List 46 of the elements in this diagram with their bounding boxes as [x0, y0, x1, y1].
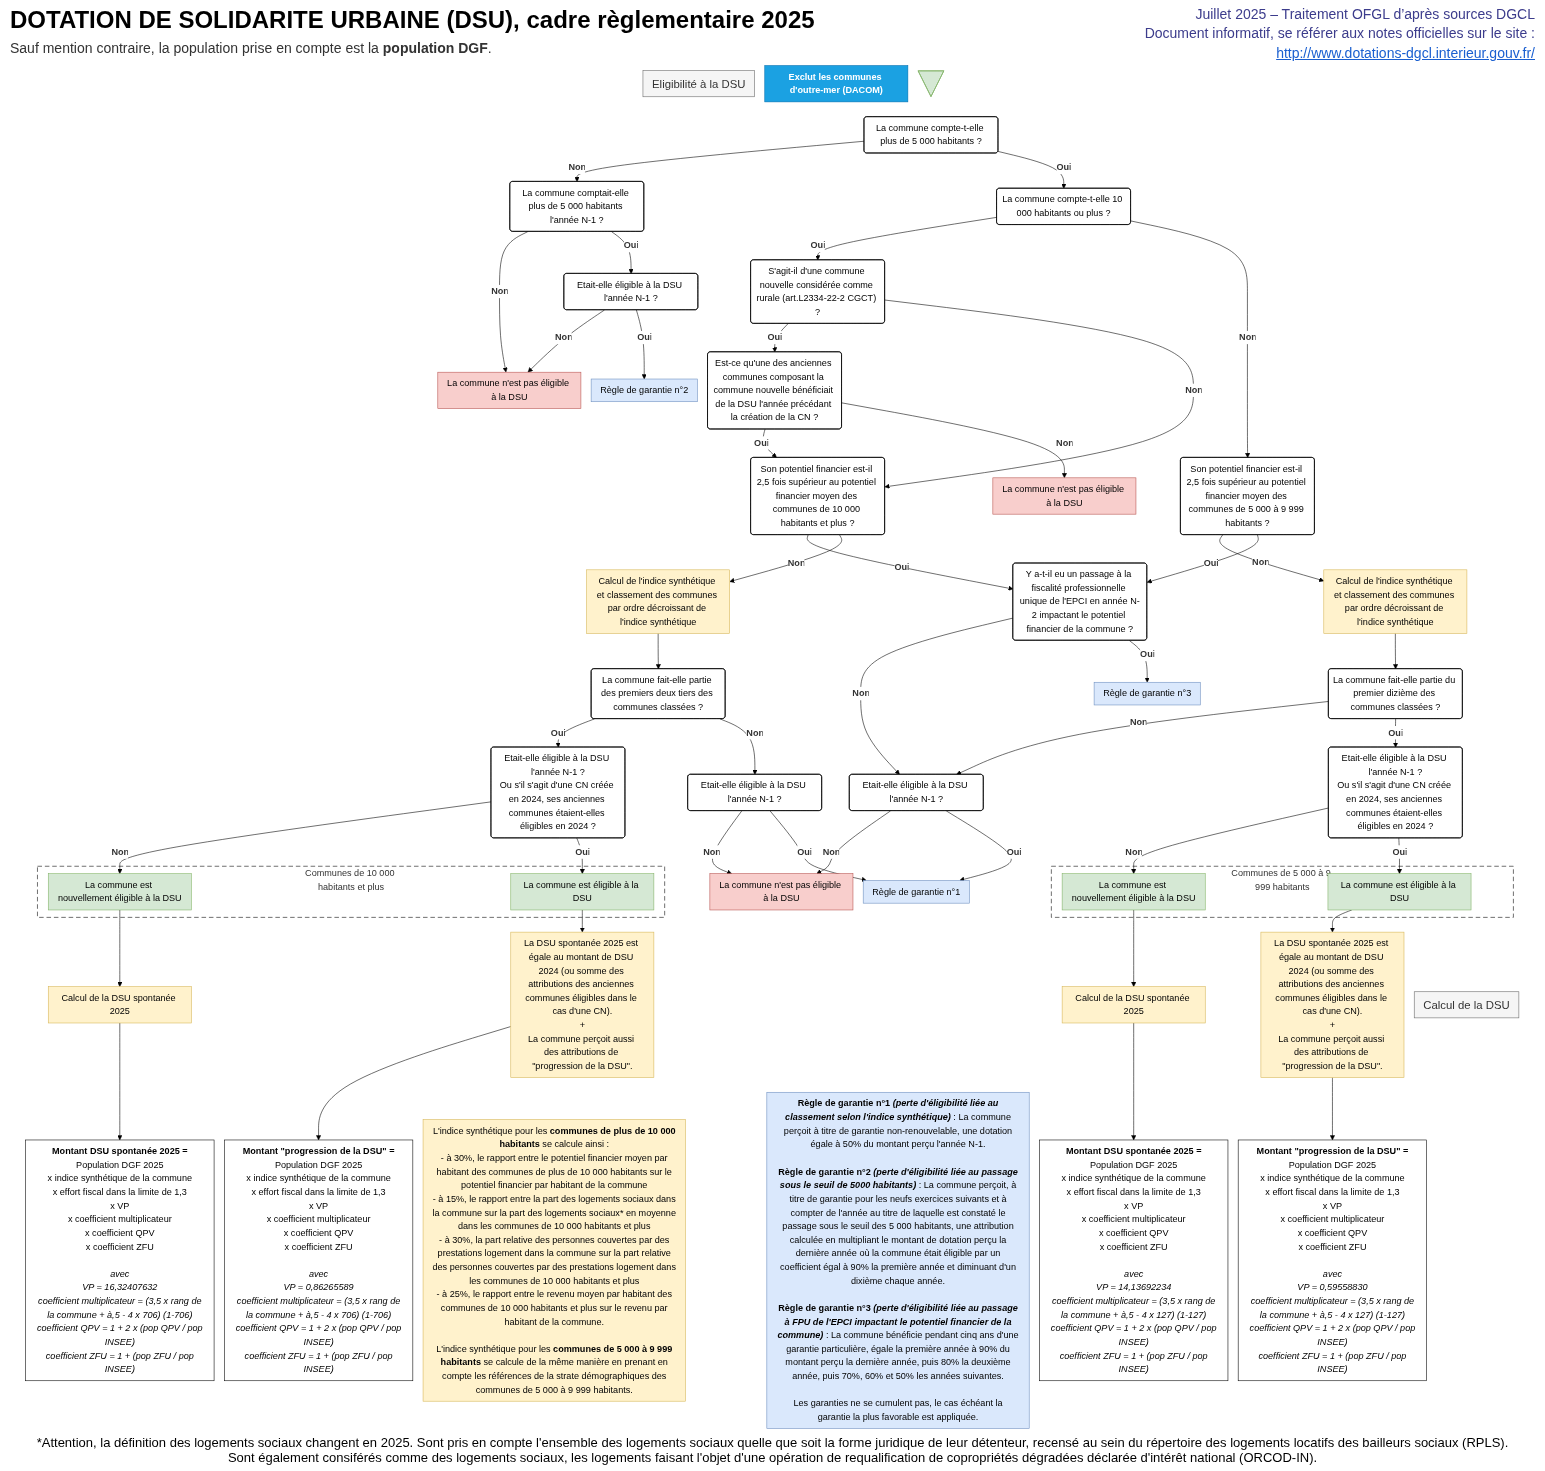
footnote-text: *Attention, la définition des logements sociaux changent en 2025. Sont pris en compte l'ensemble des logements sociaux quelle que soit la forme juridique de leur détenteur, recensé au sein du répertoire des logements locatifs des bailleurs sociaux (RPLS). Sont également consiférés comme des logements sociaux, les logements faisant l'objet d'une opération de requalification de copropriétés dégradées déclarée d'intérêt national (ORCOD-IN).	[35, 1435, 1510, 1465]
note-text: Sauf mention contraire, la population prise en compte est la population DGF.	[10, 40, 492, 56]
edge-label: Non	[491, 286, 510, 297]
node-box: Eligibilité à la DSU	[642, 70, 756, 98]
node-box: Montant DSU spontanée 2025 = Population DGF 2025 x indice synthétique de la commune x effort fiscal dans la limite de 1,3 x VP x coefficient multiplicateur x coefficient QPV x coefficient ZFU avec VP = 14,13692234 coefficient multiplicateur = (3,5 x rang de la commune + à,5 - 4 x 127) (1-127) coefficient QPV = 1 + 2 x (pop QPV / pop INSEE) coefficient ZFU = 1 + (pop ZFU / pop INSEE)	[1039, 1139, 1229, 1382]
node-box: Règle de garantie n°1 (perte d'éligibilité liée au classement selon l'indice synthétique) : La commune perçoit à titre de garantie non-renouvelable, une dotation égale à 50% du montant perçu l'année N-1. Règle de garantie n°2 (perte d'éligibilité liée au passage sous le seuil de 5000 habitants) : La commune perçoit, à titre de garantie pour les neufs exercices suivants et à compter de l'année au titre de laquelle est constaté le passage sous le seuil des 5 000 habitants, une attribution calculée en multipliant le montant de dotation perçu la dernière année où la commune était éligible par un coefficient égal à 90% la première année et diminuant d'un dixième chaque année. Règle de garantie n°3 (perte d'éligibilité liée au passage à FPU de l'EPCI impactant le potentiel financier de la commune) : La commune bénéficie pendant cinq ans d'une garantie particulière, égale la première année à 90% du montant perçu la dernière année, puis 80% la deuxième année, puis 70%, 60% et 50% les années suivantes. Les garanties ne se cumulent pas, le cas échéant la garantie la plus favorable est appliquée.	[766, 1092, 1030, 1429]
node-box: Règle de garantie n°1	[863, 880, 970, 904]
edge-label: Non	[1130, 717, 1148, 728]
node-box: L'indice synthétique pour les communes de plus de 10 000 habitants se calcule ainsi : - à 30%, le rapport entre le potentiel financier moyen par habitant des communes de plus de 10 000 habitants sur le potentiel financier par habitant de la commune - à 15%, le rapport entre la part des logements sociaux dans la commune sur la part des logements sociaux* en moyenne dans les communes de 10 000 habitants et plus - à 30%, la part relative des personnes couvertes par des prestations logement dans la commune sur la part relative des personnes couvertes par des prestations logement dans les communes de 10 000 habitants et plus - à 25%, le rapport entre le revenu moyen par habitant des communes de 10 000 habitants et plus sur le revenu par habitant de la commune. L'indice synthétique pour les communes de 5 000 à 9 999 habitants se calcule de la même manière en prenant en compte les références de la strate démographiques des communes de 5 000 à 9 999 habitants.	[423, 1119, 686, 1402]
edge-label: Non	[746, 727, 765, 738]
node-box: Montant "progression de la DSU" = Population DGF 2025 x indice synthétique de la commune x effort fiscal dans la limite de 1,3 x VP x coefficient multiplicateur x coefficient QPV x coefficient ZFU avec VP = 0,86265589 coefficient multiplicateur = (3,5 x rang de la commune + à,5 - 4 x 706) (1-706) coefficient QPV = 1 + 2 x (pop QPV / pop INSEE) coefficient ZFU = 1 + (pop ZFU / pop INSEE)	[224, 1139, 414, 1382]
node-box: La commune est éligible à la DSU	[510, 873, 655, 911]
node-box: Règle de garantie n°3	[1094, 681, 1201, 706]
edge-label: Non	[111, 846, 130, 857]
edge-label: Non	[1252, 557, 1271, 568]
edge-label: Non	[1239, 332, 1258, 343]
node-box: La commune est nouvellement éligible à la DSU	[48, 873, 192, 911]
node-box: Calcul de la DSU	[1414, 991, 1520, 1019]
node-box: Règle de garantie n°2	[591, 378, 698, 402]
edge-label: Non	[555, 332, 573, 343]
edge-label: Non	[1125, 846, 1144, 857]
edge-label: Non	[1185, 385, 1204, 395]
node-box: Calcul de la DSU spontanée 2025	[1062, 986, 1206, 1024]
node-box: La commune est nouvellement éligible à la DSU	[1062, 873, 1206, 911]
node-box: La commune n'est pas éligible à la DSU	[992, 477, 1137, 515]
edge-label: Non	[1056, 438, 1074, 448]
node-box: Calcul de l'indice synthétique et classement des communes par ordre décroissant de l'indice synthétique	[1323, 569, 1468, 634]
node-box: Montant "progression de la DSU" = Population DGF 2025 x indice synthétique de la commune x effort fiscal dans la limite de 1,3 x VP x coefficient multiplicateur x coefficient QPV x coefficient ZFU avec VP = 0,59558830 coefficient multiplicateur = (3,5 x rang de la commune + à,5 - 4 x 127) (1-127) coefficient QPV = 1 + 2 x (pop QPV / pop INSEE) coefficient ZFU = 1 + (pop ZFU / pop INSEE)	[1238, 1139, 1428, 1382]
title: DOTATION DE SOLIDARITE URBAINE (DSU), cadre règlementaire 2025	[10, 6, 815, 34]
node-box: La commune est éligible à la DSU	[1327, 873, 1472, 911]
website-link: http://www.dotations-dgcl.interieur.gouv.fr/	[1276, 45, 1535, 61]
node-box: Exclut les communes d'outre-mer (DACOM)	[764, 65, 909, 103]
node-box: La commune n'est pas éligible à la DSU	[437, 371, 582, 409]
edge-label: Non	[822, 846, 841, 857]
node-box: Montant DSU spontanée 2025 = Population DGF 2025 x indice synthétique de la commune x effort fiscal dans la limite de 1,3 x VP x coefficient multiplicateur x coefficient QPV x coefficient ZFU avec VP = 16,32407632 coefficient multiplicateur = (3,5 x rang de la commune + à,5 - 4 x 706) (1-706) coefficient QPV = 1 + 2 x (pop QPV / pop INSEE) coefficient ZFU = 1 + (pop ZFU / pop INSEE)	[25, 1139, 215, 1382]
node-box: La DSU spontanée 2025 est égale au montant de DSU 2024 (ou somme des attributions des anciennes communes éligibles dans le cas d'une CN). + La commune perçoit aussi des attributions de "progression de la DSU".	[510, 931, 655, 1078]
edge-label: Non	[568, 162, 587, 172]
credit-text: Juillet 2025 – Traitement OFGL d’après sources DGCL	[1195, 6, 1535, 22]
node-box: Calcul de la DSU spontanée 2025	[48, 986, 192, 1024]
edge-label: Non	[703, 846, 722, 857]
node-box: La DSU spontanée 2025 est égale au montant de DSU 2024 (ou somme des attributions des anciennes communes éligibles dans le cas d'une CN). + La commune perçoit aussi des attributions de "progression de la DSU".	[1260, 931, 1405, 1078]
note-text: Document informatif, se référer aux notes officielles sur le site :	[1144, 25, 1535, 41]
node-box: La commune n'est pas éligible à la DSU	[709, 873, 854, 911]
edge-label: Non	[852, 688, 871, 699]
node-box: Calcul de l'indice synthétique et classement des communes par ordre décroissant de l'indice synthétique	[586, 569, 731, 634]
edge-label: Non	[788, 557, 806, 568]
